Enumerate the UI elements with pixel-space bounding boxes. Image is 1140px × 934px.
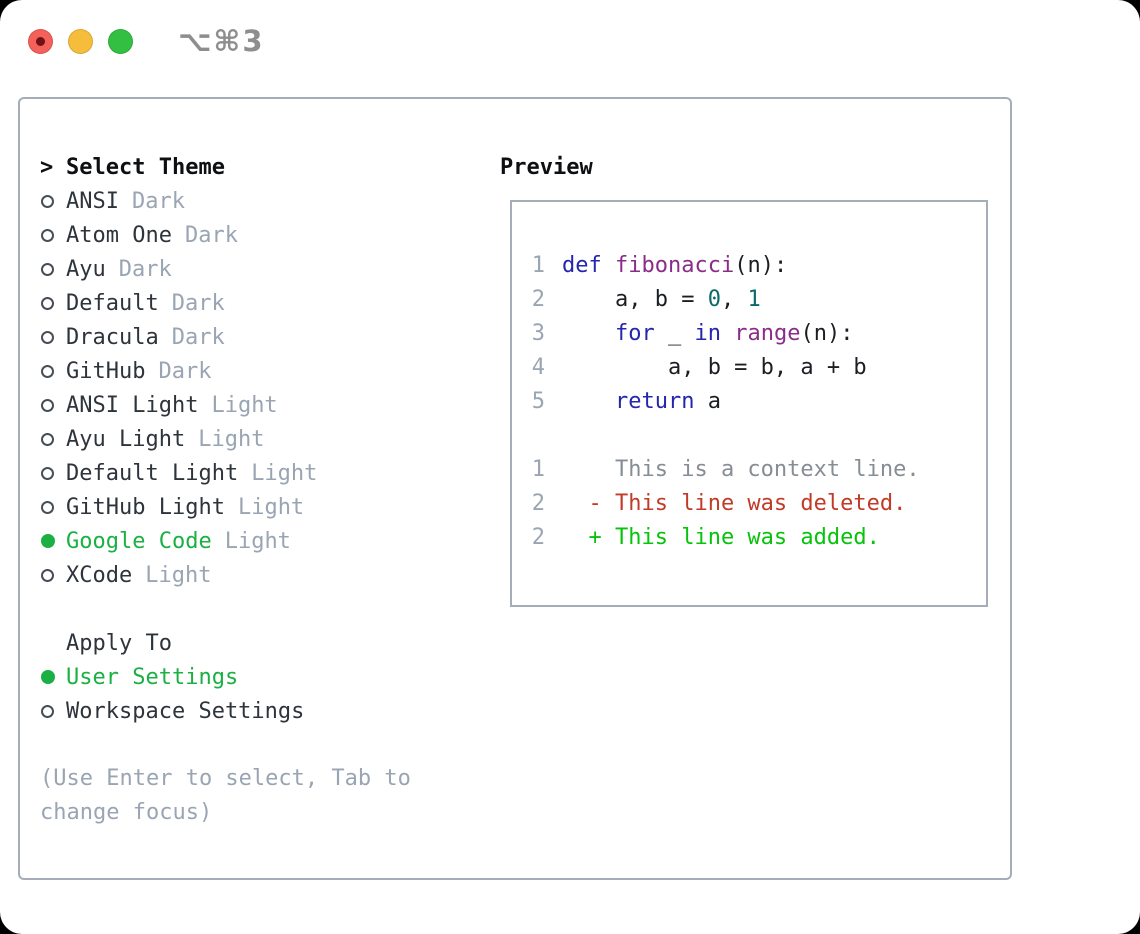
theme-option-ayu-light[interactable]: Ayu Light Light — [40, 422, 480, 456]
theme-name: Default — [66, 290, 159, 316]
line-number: 1 — [531, 456, 545, 482]
keyboard-hint: (Use Enter to select, Tab to change focu… — [40, 766, 411, 825]
code-line: 1 def fibonacci(n): — [530, 248, 986, 282]
theme-option-xcode[interactable]: XCode Light — [40, 558, 480, 592]
radio-icon — [40, 296, 66, 310]
theme-option-default-light[interactable]: Default Light Light — [40, 456, 480, 490]
code-line-content: for _ in range(n): — [614, 320, 854, 346]
apply-option-label: User Settings — [66, 664, 239, 690]
theme-option-default[interactable]: Default Dark — [40, 286, 480, 320]
close-button-dot — [36, 36, 45, 46]
line-number: 4 — [531, 354, 545, 380]
theme-name: ANSI — [66, 188, 119, 214]
apply-to-title: Apply To — [66, 630, 172, 656]
theme-option-github-light[interactable]: GitHub Light Light — [40, 490, 480, 524]
diff-line-content: This is a context line. — [562, 456, 920, 482]
radio-icon — [40, 466, 66, 480]
diff-line-content: + This line was added. — [562, 524, 880, 550]
diff-line-content: - This line was deleted. — [562, 490, 907, 516]
line-number: 2 — [531, 286, 545, 312]
window-shortcut-label: ⌥⌘3 — [178, 24, 265, 58]
theme-option-ansi-light[interactable]: ANSI Light Light — [40, 388, 480, 422]
theme-variant-tag: Light — [237, 494, 305, 520]
theme-variant-tag: Light — [224, 528, 291, 554]
code-line-content: a, b = 0, 1 — [562, 286, 761, 312]
apply-option-workspace-settings[interactable]: Workspace Settings — [40, 694, 480, 728]
minimize-button[interactable] — [68, 28, 93, 54]
theme-option-ansi[interactable]: ANSI Dark — [40, 184, 480, 218]
radio-icon — [40, 568, 66, 582]
zoom-button[interactable] — [108, 28, 133, 54]
theme-name: Google Code — [66, 528, 212, 554]
theme-variant-tag: Light — [198, 426, 265, 452]
code-line: 4 a, b = b, a + b — [530, 350, 986, 384]
radio-icon — [40, 500, 66, 514]
radio-icon — [40, 228, 66, 242]
theme-name: Dracula — [66, 324, 159, 350]
theme-name: Atom One — [66, 222, 172, 248]
theme-variant-tag: Dark — [131, 188, 185, 214]
spacer — [40, 592, 480, 626]
radio-icon — [40, 704, 66, 718]
apply-option-user-settings[interactable]: User Settings — [40, 660, 480, 694]
line-number: 3 — [531, 320, 545, 346]
spacer — [40, 728, 480, 762]
theme-variant-tag: Dark — [158, 358, 212, 384]
theme-option-atom-one[interactable]: Atom One Dark — [40, 218, 480, 252]
code-line-content: a, b = b, a + b — [562, 354, 867, 380]
theme-option-dracula[interactable]: Dracula Dark — [40, 320, 480, 354]
theme-variant-tag: Light — [211, 392, 278, 418]
title-bar: ⌥⌘3 — [28, 24, 265, 58]
radio-icon — [40, 262, 66, 276]
theme-variant-tag: Dark — [184, 222, 238, 248]
theme-name: XCode — [66, 562, 133, 588]
radio-icon — [40, 194, 66, 208]
theme-name: GitHub Light — [66, 494, 225, 520]
line-number: 2 — [531, 524, 545, 550]
theme-option-github[interactable]: GitHub Dark — [40, 354, 480, 388]
line-number: 5 — [531, 388, 545, 414]
select-theme-header: > Select Theme — [40, 150, 480, 184]
theme-name: Default Light — [66, 460, 239, 486]
close-button[interactable] — [28, 28, 53, 54]
apply-to-header: Apply To — [40, 626, 480, 660]
radio-icon — [40, 364, 66, 378]
diff-line-context: 1 This is a context line. — [530, 452, 986, 486]
code-line: 5 return a — [530, 384, 986, 418]
radio-icon — [40, 398, 66, 412]
diff-line-del: 2 - This line was deleted. — [530, 486, 986, 520]
theme-variant-tag: Light — [145, 562, 212, 588]
theme-option-google-code[interactable]: Google Code Light — [40, 524, 480, 558]
radio-icon — [40, 432, 66, 446]
theme-variant-tag: Dark — [171, 290, 225, 316]
radio-selected-icon — [40, 670, 66, 684]
theme-name: ANSI Light — [66, 392, 199, 418]
apply-option-label: Workspace Settings — [66, 698, 305, 724]
code-line-content: return a — [614, 388, 721, 414]
theme-name: Ayu — [66, 256, 106, 282]
code-line: 3 for _ in range(n): — [530, 316, 986, 350]
code-line-content: def fibonacci(n): — [562, 252, 788, 278]
select-theme-title: Select Theme — [66, 154, 225, 180]
theme-option-ayu[interactable]: Ayu Dark — [40, 252, 480, 286]
line-number: 2 — [531, 490, 545, 516]
radio-icon — [40, 330, 66, 344]
theme-variant-tag: Dark — [171, 324, 225, 350]
theme-variant-tag: Light — [251, 460, 318, 486]
theme-variant-tag: Dark — [118, 256, 172, 282]
line-number: 1 — [531, 252, 545, 278]
theme-name: Ayu Light — [66, 426, 186, 452]
preview-title: Preview — [500, 154, 593, 180]
blank-line — [530, 418, 986, 452]
theme-name: GitHub — [66, 358, 146, 384]
radio-selected-icon — [40, 534, 66, 548]
code-line: 2 a, b = 0, 1 — [530, 282, 986, 316]
diff-line-add: 2 + This line was added. — [530, 520, 986, 554]
prompt-caret: > — [40, 154, 54, 180]
